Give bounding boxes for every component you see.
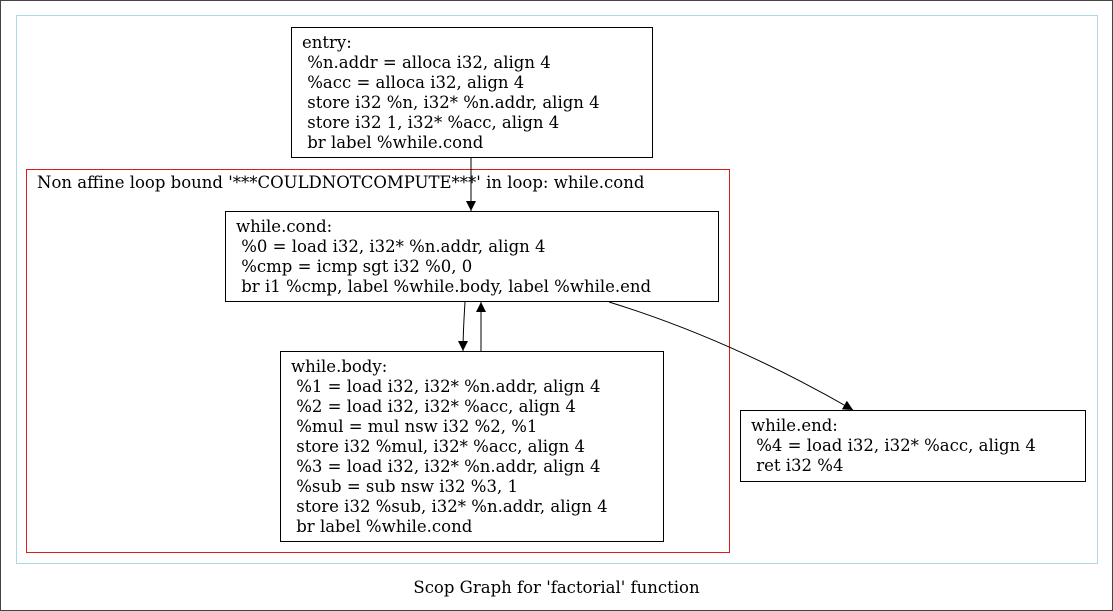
block-entry-code: entry: %n.addr = alloca i32, align 4 %ac… [302, 33, 600, 153]
block-while-body: while.body: %1 = load i32, i32* %n.addr,… [280, 351, 664, 542]
code-line: %acc = alloca i32, align 4 [302, 73, 525, 92]
code-line: %mul = mul nsw i32 %2, %1 [291, 417, 538, 436]
code-line: entry: [302, 33, 352, 52]
code-line: store i32 %mul, i32* %acc, align 4 [291, 437, 585, 456]
block-while-cond-code: while.cond: %0 = load i32, i32* %n.addr,… [236, 217, 651, 297]
code-line: %cmp = icmp sgt i32 %0, 0 [236, 257, 473, 276]
code-line: while.end: [751, 416, 838, 435]
block-while-cond: while.cond: %0 = load i32, i32* %n.addr,… [225, 211, 719, 302]
code-line: %0 = load i32, i32* %n.addr, align 4 [236, 237, 546, 256]
block-while-end-code: while.end: %4 = load i32, i32* %acc, ali… [751, 416, 1036, 476]
code-line: store i32 %sub, i32* %n.addr, align 4 [291, 497, 608, 516]
code-line: %2 = load i32, i32* %acc, align 4 [291, 397, 576, 416]
code-line: br label %while.cond [302, 133, 484, 152]
code-line: ret i32 %4 [751, 456, 844, 475]
block-entry: entry: %n.addr = alloca i32, align 4 %ac… [291, 27, 653, 158]
code-line: %n.addr = alloca i32, align 4 [302, 53, 551, 72]
loop-region-label: Non affine loop bound '***COULDNOTCOMPUT… [37, 173, 645, 192]
block-while-end: while.end: %4 = load i32, i32* %acc, ali… [740, 410, 1086, 482]
code-line: %4 = load i32, i32* %acc, align 4 [751, 436, 1036, 455]
code-line: br i1 %cmp, label %while.body, label %wh… [236, 277, 652, 296]
code-line: br label %while.cond [291, 517, 473, 536]
code-line: store i32 1, i32* %acc, align 4 [302, 113, 560, 132]
code-line: %3 = load i32, i32* %n.addr, align 4 [291, 457, 601, 476]
code-line: %sub = sub nsw i32 %3, 1 [291, 477, 518, 496]
code-line: %1 = load i32, i32* %n.addr, align 4 [291, 377, 601, 396]
graph-caption: Scop Graph for 'factorial' function [413, 578, 700, 597]
scop-cluster [16, 15, 1098, 564]
block-while-body-code: while.body: %1 = load i32, i32* %n.addr,… [291, 357, 608, 537]
code-line: store i32 %n, i32* %n.addr, align 4 [302, 93, 600, 112]
code-line: while.cond: [236, 217, 333, 236]
code-line: while.body: [291, 357, 388, 376]
